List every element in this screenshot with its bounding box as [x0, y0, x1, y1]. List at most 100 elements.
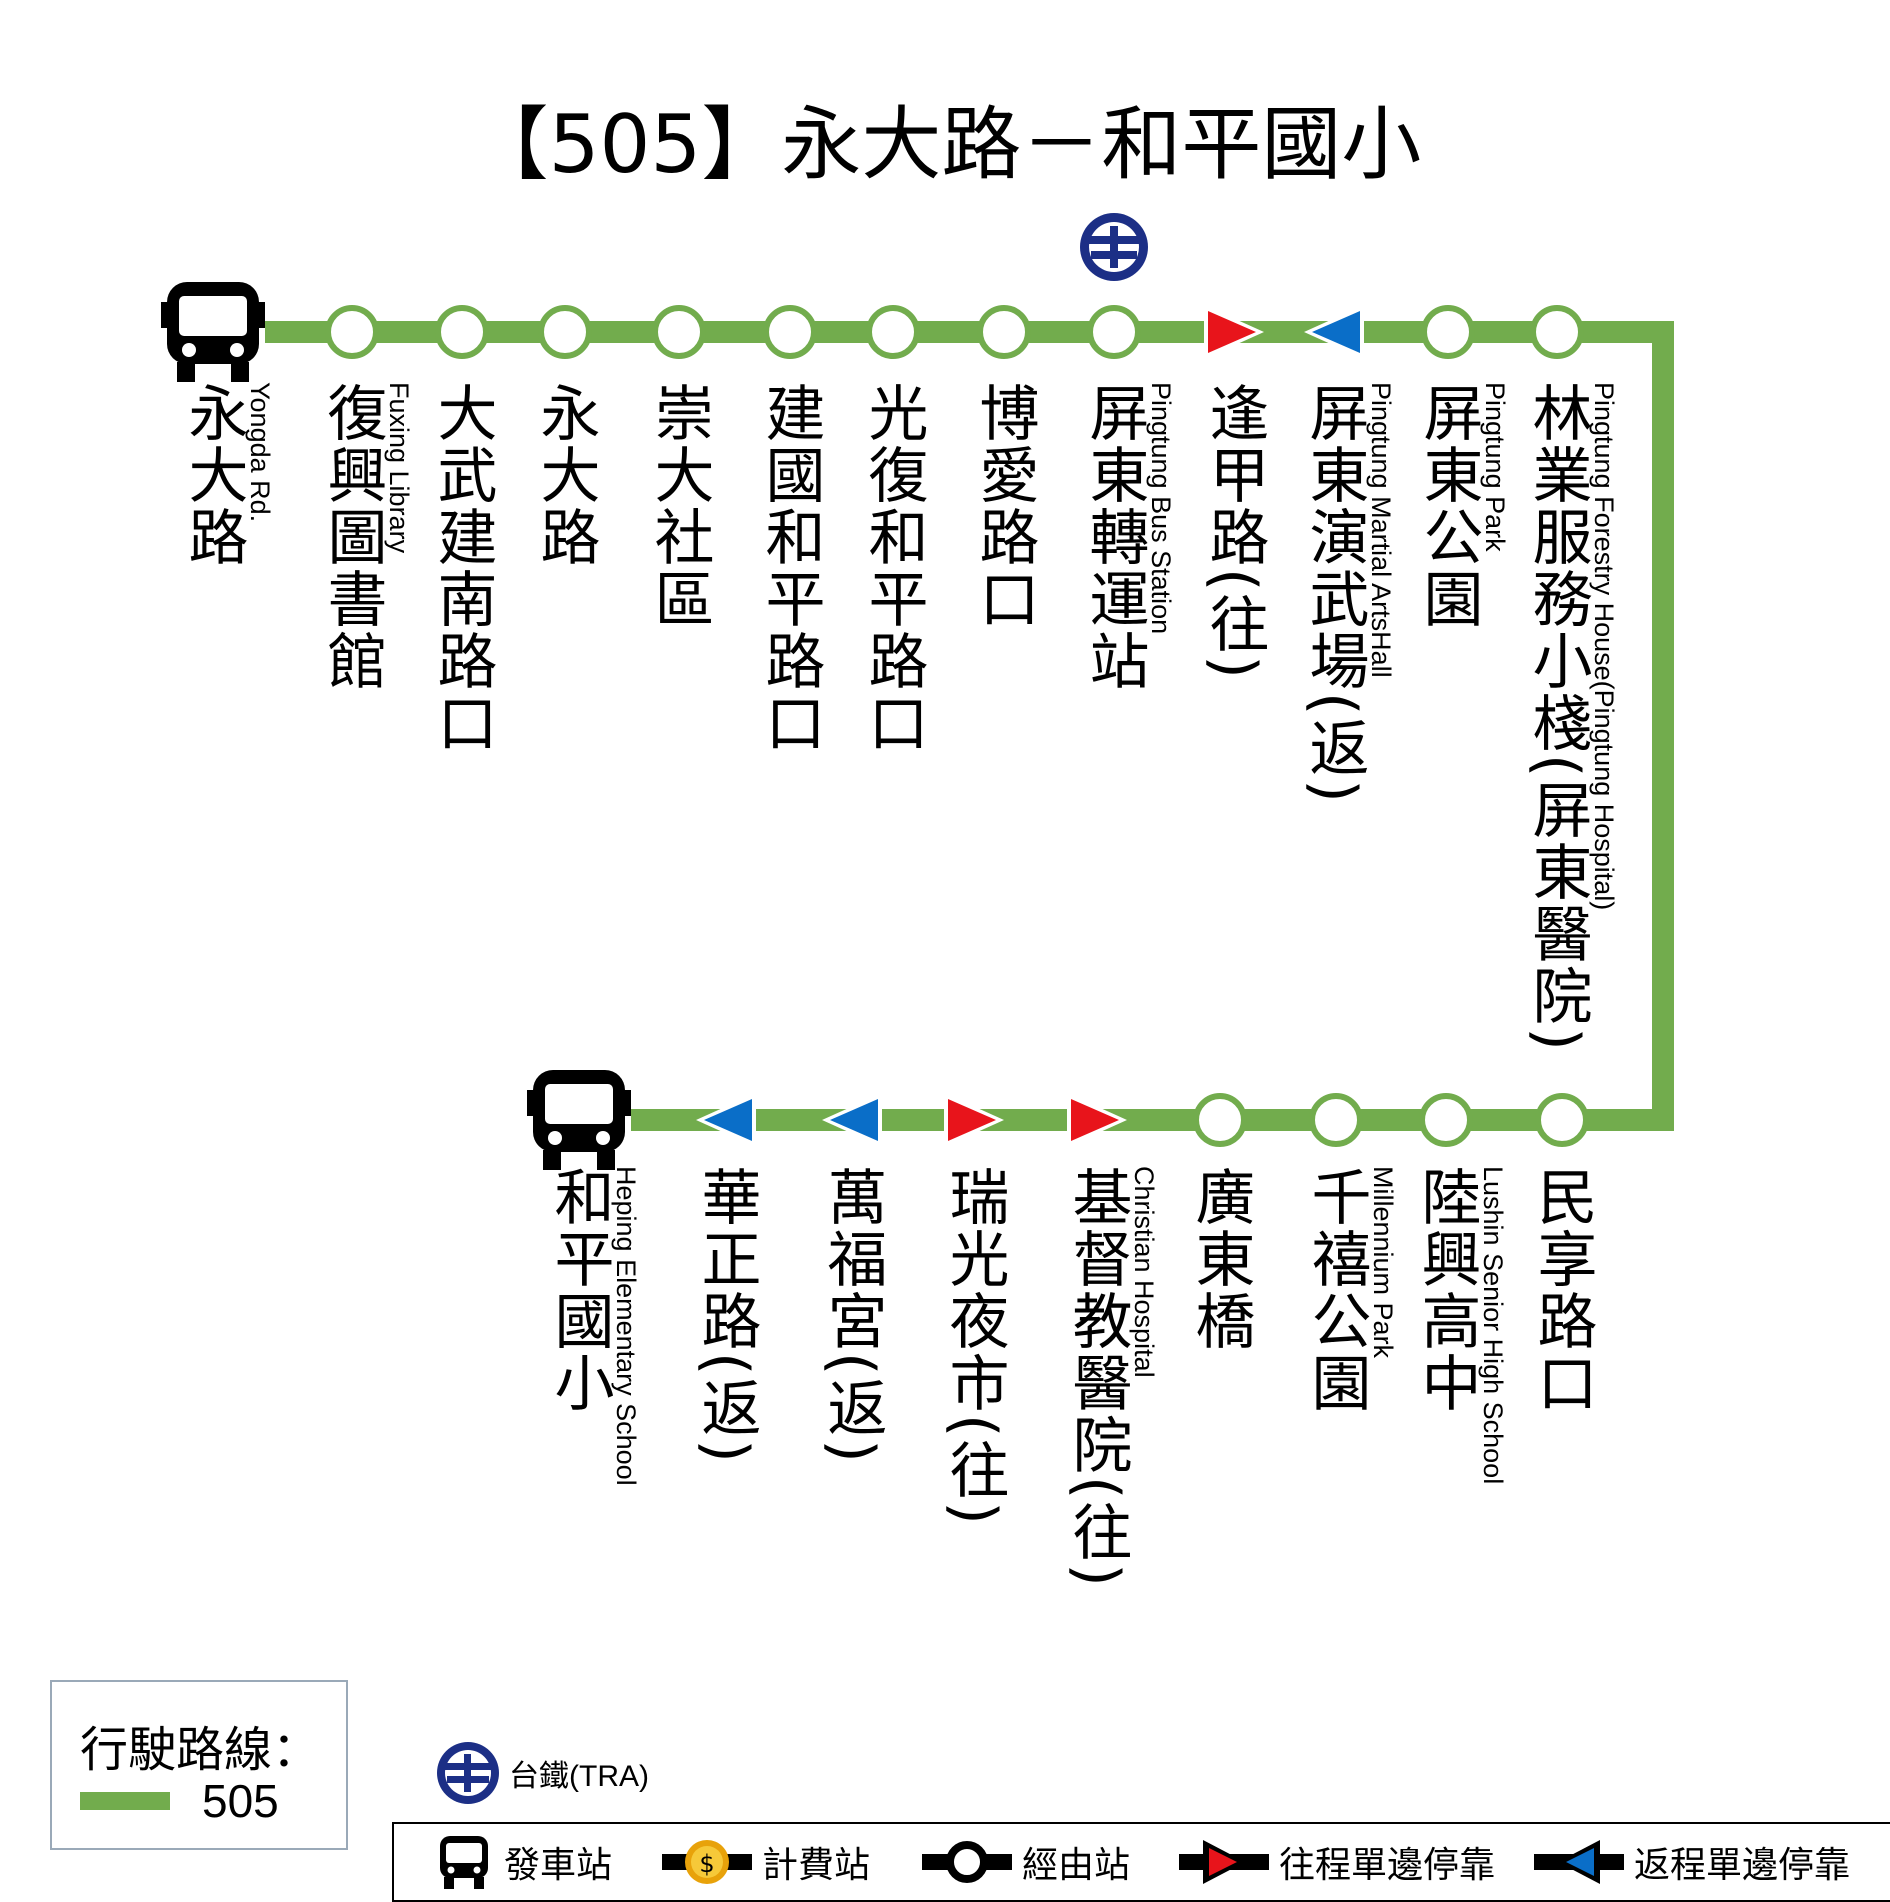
lower-stop-0-stop-circle	[1535, 1093, 1589, 1147]
stop-name-zh: 基督教醫院(往)	[1062, 1166, 1132, 1589]
lower-stop-label: 萬福宮(返)	[817, 1166, 887, 1465]
lower-stop-6-return-arrow	[830, 1099, 878, 1141]
stop-name-zh: 華正路(返)	[691, 1166, 761, 1465]
upper-stop-6-stop-circle	[866, 305, 920, 359]
key-departure: 發車站	[434, 1834, 612, 1890]
upper-stop-7-stop-circle	[977, 305, 1031, 359]
stop-name-zh: 博愛路口	[969, 382, 1039, 630]
upper-stop-label: 建國和平路口	[755, 382, 825, 754]
lower-stop-label: 廣東橋	[1185, 1166, 1255, 1352]
lower-stop-label: 基督教醫院(往)Christian Hospital	[1062, 1166, 1159, 1589]
page-title: 【505】永大路－和平國小	[468, 98, 1422, 191]
lower-stop-8-bus-icon	[527, 1068, 631, 1172]
key-return: 返程單邊停靠	[1534, 1834, 1850, 1890]
upper-stop-5-stop-circle	[763, 305, 817, 359]
fare-station-icon: $	[662, 1840, 752, 1884]
stop-name-zh: 廣東橋	[1185, 1166, 1255, 1352]
stop-name-zh: 瑞光夜市(往)	[939, 1166, 1009, 1527]
stop-name-zh: 永大路	[530, 382, 600, 568]
stop-name-zh: 光復和平路口	[858, 382, 928, 754]
upper-stop-label: 屏東演武場(返)Pingtung Martial ArtsHall	[1299, 382, 1396, 805]
stop-name-zh: 屏東轉運站	[1079, 382, 1149, 692]
upper-stop-label: 永大路	[530, 382, 600, 568]
stop-name-zh: 陸興高中	[1411, 1166, 1481, 1414]
upper-stop-12-stop-circle	[1530, 305, 1584, 359]
key-fare: $ 計費站	[662, 1834, 870, 1890]
upper-stop-0-bus-icon	[161, 280, 265, 384]
tra-legend: 台鐵(TRA)	[435, 1740, 649, 1806]
upper-stop-8-stop-circle	[1087, 305, 1141, 359]
stop-name-zh: 屏東演武場(返)	[1299, 382, 1369, 805]
upper-stop-label: 博愛路口	[969, 382, 1039, 630]
upper-stop-label: 林業服務小棧(屏東醫院)Pingtung Forestry House(Ping…	[1522, 382, 1619, 1053]
stop-name-zh: 建國和平路口	[755, 382, 825, 754]
stop-name-en: Heping Elementary School	[611, 1166, 641, 1486]
key-departure-label: 發車站	[504, 1845, 613, 1886]
route-legend-swatch	[80, 1792, 170, 1810]
lower-stop-5-outbound-arrow	[948, 1099, 996, 1141]
stop-name-zh: 千禧公園	[1301, 1166, 1371, 1414]
stop-name-en: Fuxing Library	[384, 382, 414, 554]
upper-stop-2-stop-circle	[435, 305, 489, 359]
stop-name-en: Lushin Senior High School	[1478, 1166, 1508, 1485]
lower-stop-label: 華正路(返)	[691, 1166, 761, 1465]
upper-stop-label: 崇大社區	[644, 382, 714, 630]
stop-name-zh: 林業服務小棧(屏東醫院)	[1522, 382, 1592, 1053]
stop-name-zh: 逢甲路(往)	[1199, 382, 1269, 681]
stop-name-zh: 大武建南路口	[427, 382, 497, 754]
lower-stop-label: 瑞光夜市(往)	[939, 1166, 1009, 1527]
upper-stop-label: 大武建南路口	[427, 382, 497, 754]
route-legend: 行駛路線： 505	[50, 1680, 348, 1850]
route-legend-number: 505	[202, 1775, 279, 1827]
stop-name-zh: 萬福宮(返)	[817, 1166, 887, 1465]
tra-legend-label: 台鐵(TRA)	[509, 1760, 649, 1793]
stop-name-zh: 崇大社區	[644, 382, 714, 630]
upper-stop-9-outbound-arrow	[1208, 311, 1256, 353]
key-return-label: 返程單邊停靠	[1634, 1845, 1851, 1886]
stop-name-zh: 復興圖書館	[317, 382, 387, 692]
lower-stop-7-return-arrow	[704, 1099, 752, 1141]
key-stop-label: 經由站	[1022, 1845, 1131, 1886]
stop-name-en: Pingtung Martial ArtsHall	[1366, 382, 1396, 678]
svg-text:$: $	[699, 1850, 714, 1878]
stop-name-en: Yongda Rd.	[245, 382, 275, 523]
lower-stop-2-stop-circle	[1309, 1093, 1363, 1147]
stop-name-zh: 民享路口	[1527, 1166, 1597, 1414]
tra-station-icon	[1080, 213, 1148, 281]
key-outbound-label: 往程單邊停靠	[1279, 1845, 1496, 1886]
stop-name-zh: 和平國小	[544, 1166, 614, 1414]
upper-stop-label: 光復和平路口	[858, 382, 928, 754]
stop-name-zh: 永大路	[178, 382, 248, 568]
upper-stop-3-stop-circle	[538, 305, 592, 359]
tra-icon	[437, 1742, 499, 1804]
stop-name-zh: 屏東公園	[1413, 382, 1483, 630]
stop-circle-icon	[922, 1841, 1012, 1883]
bus-icon	[440, 1836, 488, 1889]
stop-name-en: Christian Hospital	[1129, 1166, 1159, 1378]
key-stop: 經由站	[922, 1834, 1130, 1890]
outbound-arrow-icon	[1179, 1840, 1269, 1884]
stop-name-en: Millennium Park	[1368, 1166, 1398, 1359]
lower-stop-4-outbound-arrow	[1071, 1099, 1119, 1141]
key-fare-label: 計費站	[762, 1845, 871, 1886]
key-outbound: 往程單邊停靠	[1179, 1834, 1495, 1890]
upper-stop-10-return-arrow	[1312, 311, 1360, 353]
upper-stop-1-stop-circle	[325, 305, 379, 359]
lower-stop-label: 民享路口	[1527, 1166, 1597, 1414]
stop-name-en: Pingtung Bus Station	[1146, 382, 1176, 635]
upper-stop-4-stop-circle	[652, 305, 706, 359]
route-legend-label: 行駛路線：	[80, 1722, 321, 1778]
marker-key-bar: 發車站 $ 計費站 經由站 往程單邊停靠 返程單邊停靠	[392, 1822, 1890, 1902]
stop-name-en: Pingtung Park	[1480, 382, 1510, 552]
return-arrow-icon	[1534, 1840, 1624, 1884]
upper-stop-label: 逢甲路(往)	[1199, 382, 1269, 681]
lower-stop-1-stop-circle	[1419, 1093, 1473, 1147]
